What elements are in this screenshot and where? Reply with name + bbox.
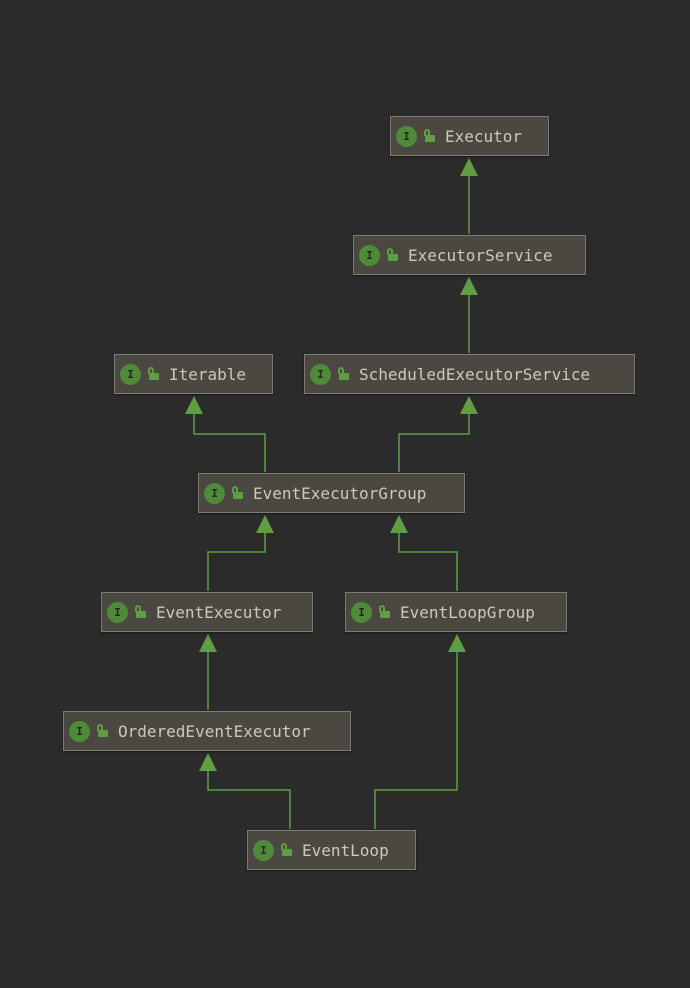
- node-event-executor-group[interactable]: I EventExecutorGroup: [198, 473, 465, 513]
- unlocked-icon: [386, 248, 398, 262]
- node-label: ExecutorService: [408, 245, 553, 265]
- arrowhead-icon: [460, 277, 478, 295]
- node-scheduled-executor-service[interactable]: I ScheduledExecutorService: [304, 354, 635, 394]
- arrowhead-icon: [199, 753, 217, 771]
- interface-icon: I: [69, 720, 90, 742]
- node-label: EventLoop: [302, 840, 389, 860]
- edge-event-executor-group-to-scheduled-executor-service: [398, 396, 478, 472]
- edge-event-loop-to-ordered-event-executor: [199, 753, 291, 829]
- arrowhead-icon: [460, 158, 478, 176]
- node-event-loop[interactable]: I EventLoop: [247, 830, 416, 870]
- node-label: EventExecutorGroup: [253, 483, 427, 503]
- interface-icon: I: [396, 125, 417, 147]
- node-label: EventLoopGroup: [400, 602, 535, 622]
- unlocked-icon: [280, 843, 292, 857]
- interface-icon: I: [204, 482, 225, 504]
- edge-ordered-event-executor-to-event-executor: [199, 634, 217, 710]
- node-label: OrderedEventExecutor: [118, 721, 311, 741]
- unlocked-icon: [147, 367, 159, 381]
- node-label: Iterable: [169, 364, 247, 384]
- interface-icon: I: [120, 363, 141, 385]
- unlocked-icon: [423, 129, 435, 143]
- node-label: ScheduledExecutorService: [359, 364, 591, 384]
- interface-icon: I: [253, 839, 274, 861]
- node-event-executor[interactable]: I EventExecutor: [101, 592, 313, 632]
- edge-event-executor-to-event-executor-group: [207, 515, 274, 591]
- arrowhead-icon: [390, 515, 408, 533]
- edge-event-executor-group-to-iterable: [185, 396, 266, 472]
- edge-event-loop-to-event-loop-group: [374, 634, 466, 829]
- interface-icon: I: [351, 601, 372, 623]
- edge-executor-service-to-executor: [460, 158, 478, 234]
- arrowhead-icon: [185, 396, 203, 414]
- node-event-loop-group[interactable]: I EventLoopGroup: [345, 592, 567, 632]
- unlocked-icon: [231, 486, 243, 500]
- arrowhead-icon: [256, 515, 274, 533]
- node-ordered-event-executor[interactable]: I OrderedEventExecutor: [63, 711, 351, 751]
- node-label: Executor: [445, 126, 523, 146]
- node-iterable[interactable]: I Iterable: [114, 354, 273, 394]
- node-label: EventExecutor: [156, 602, 282, 622]
- unlocked-icon: [378, 605, 390, 619]
- interface-icon: I: [107, 601, 128, 623]
- node-executor-service[interactable]: I ExecutorService: [353, 235, 586, 275]
- node-executor[interactable]: I Executor: [390, 116, 549, 156]
- arrowhead-icon: [460, 396, 478, 414]
- edge-scheduled-executor-service-to-executor-service: [460, 277, 478, 353]
- unlocked-icon: [96, 724, 108, 738]
- edge-event-loop-group-to-event-executor-group: [390, 515, 458, 591]
- unlocked-icon: [134, 605, 146, 619]
- arrowhead-icon: [199, 634, 217, 652]
- interface-icon: I: [310, 363, 331, 385]
- unlocked-icon: [337, 367, 349, 381]
- arrowhead-icon: [448, 634, 466, 652]
- interface-icon: I: [359, 244, 380, 266]
